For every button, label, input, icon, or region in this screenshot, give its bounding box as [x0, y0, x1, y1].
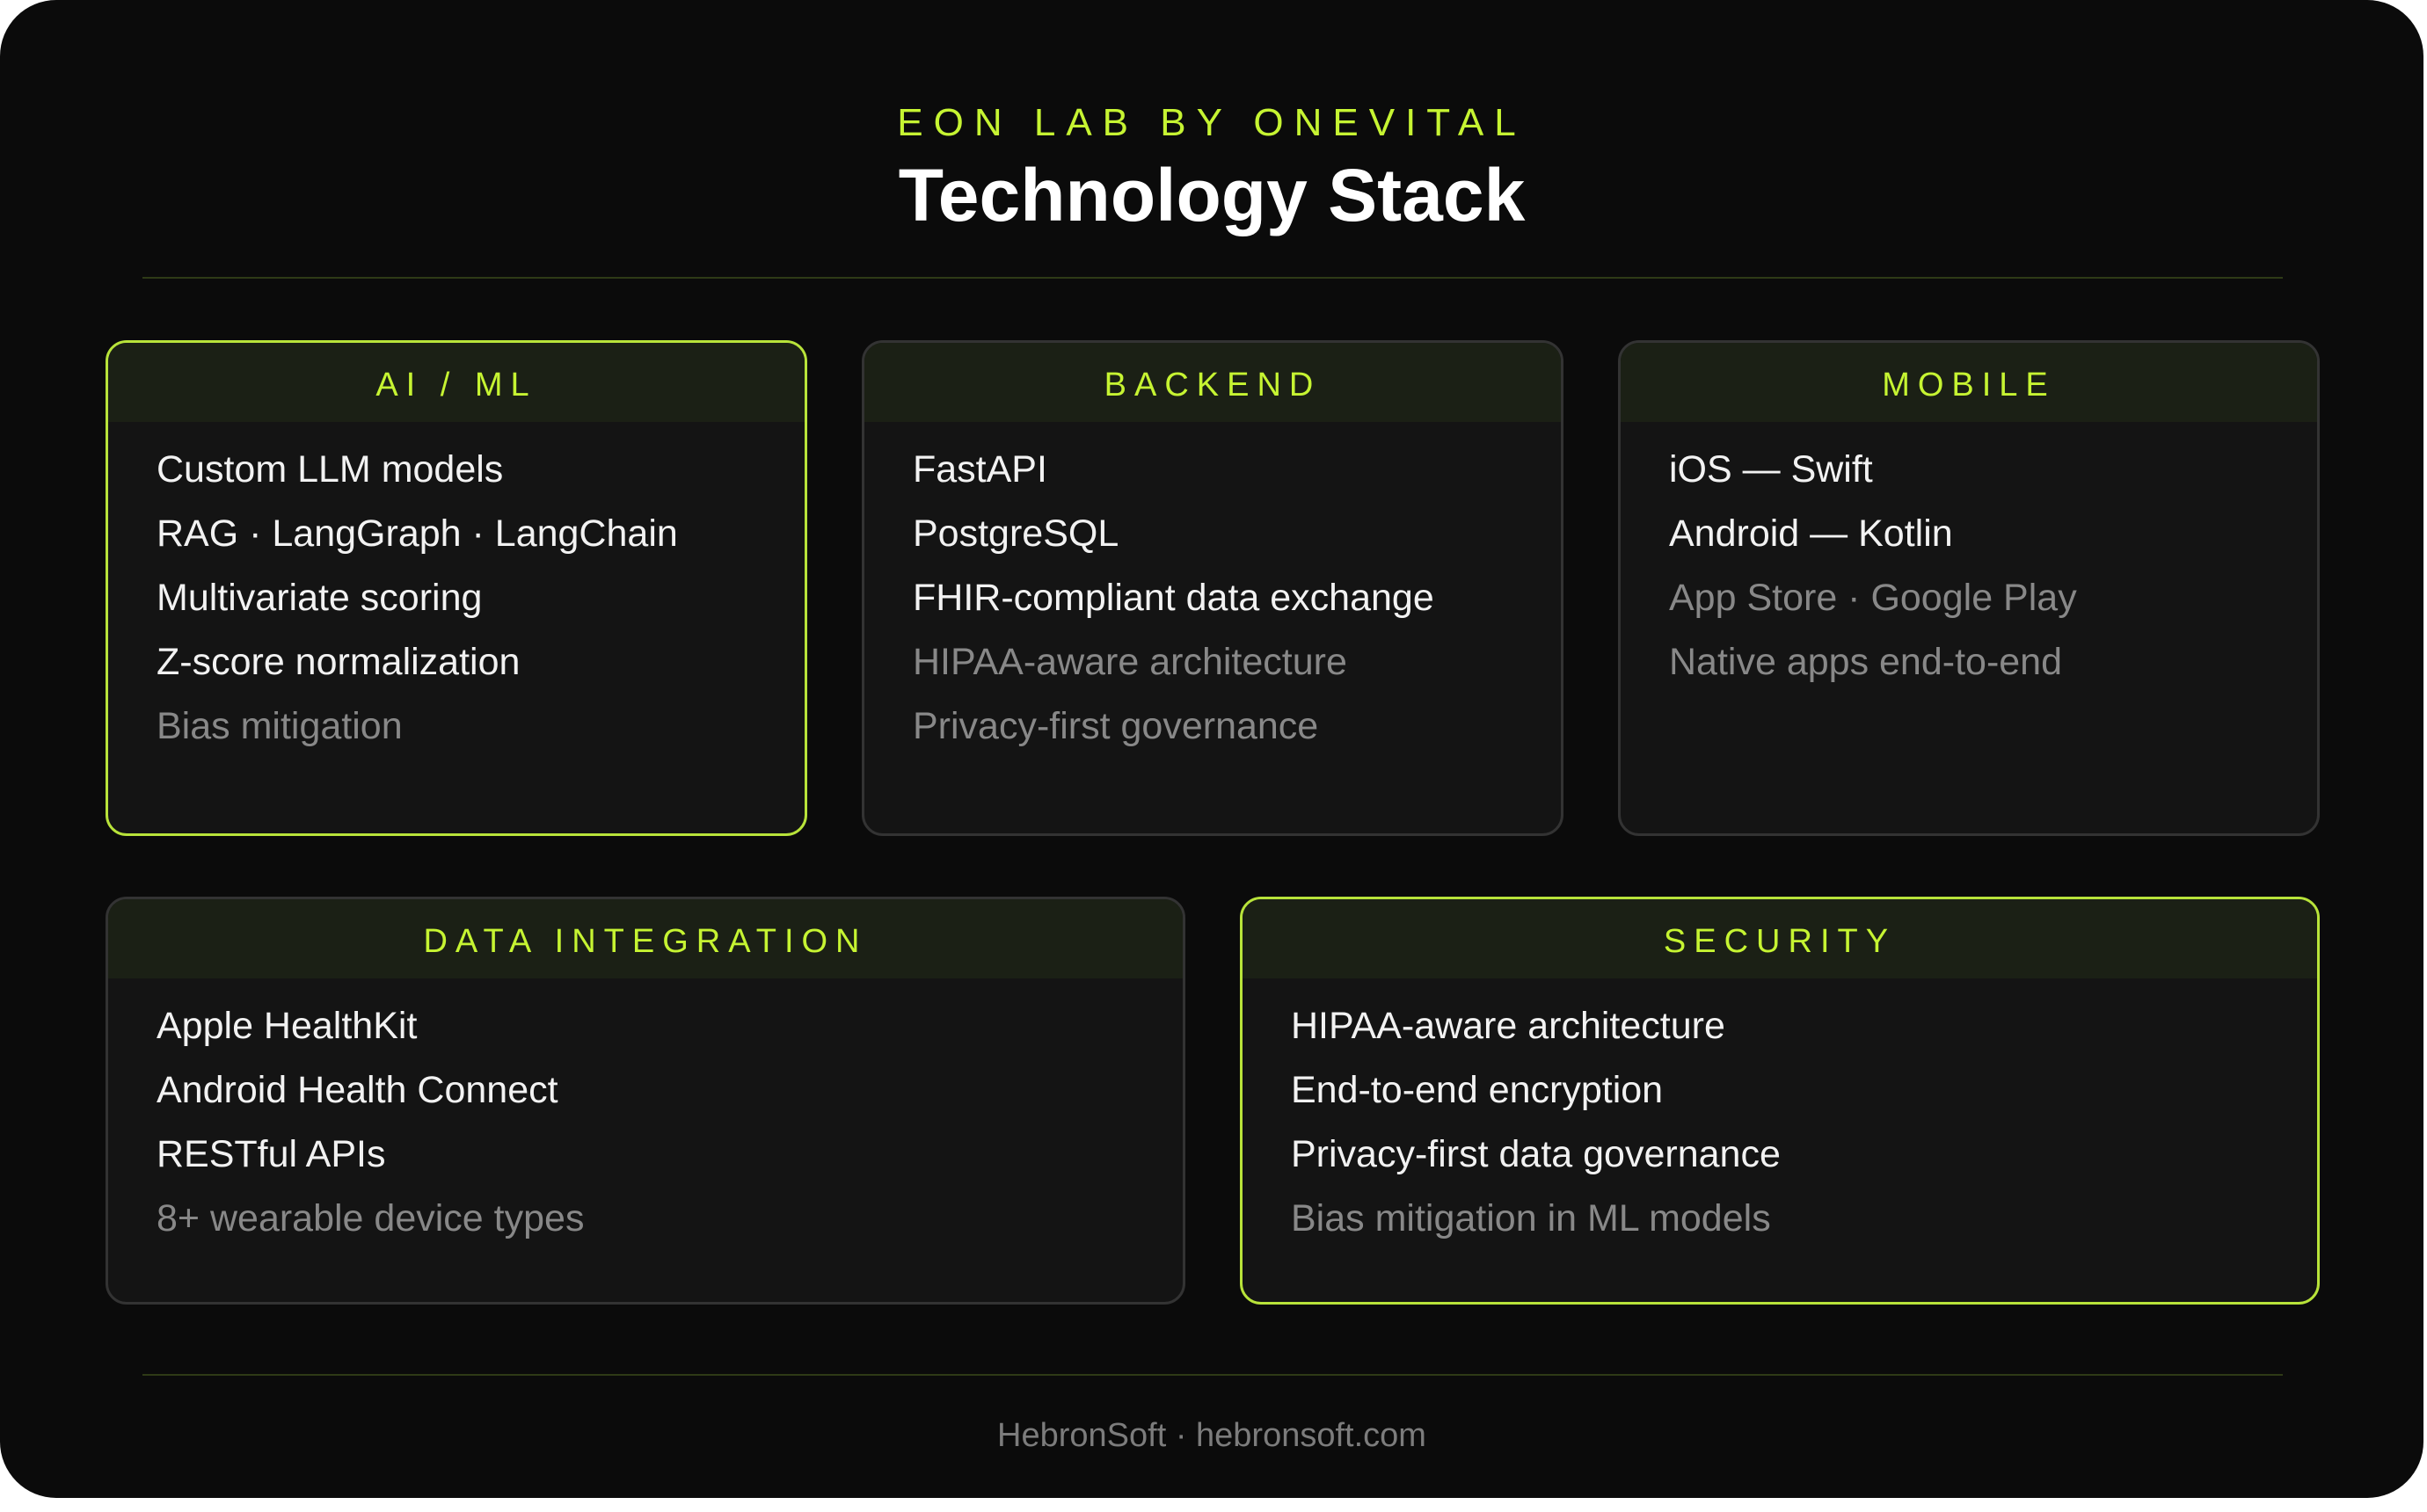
list-item: Android — Kotlin: [1669, 512, 1953, 555]
list-item: FastAPI: [913, 448, 1047, 491]
card-title: DATA INTEGRATION: [108, 899, 1183, 978]
list-item: Z-score normalization: [157, 641, 521, 683]
list-item: End-to-end encryption: [1291, 1069, 1664, 1111]
list-item: HIPAA-aware architecture: [1291, 1005, 1725, 1047]
footer-credit: HebronSoft · hebronsoft.com: [997, 1417, 1426, 1454]
card-title: SECURITY: [1243, 899, 2317, 978]
list-item: Android Health Connect: [157, 1069, 558, 1111]
list-item: RAG · LangGraph · LangChain: [157, 512, 678, 555]
header-divider: [142, 277, 2283, 279]
list-item: FHIR-compliant data exchange: [913, 577, 1434, 619]
list-item: PostgreSQL: [913, 512, 1119, 555]
card-backend: BACKEND FastAPI PostgreSQL FHIR-compliant …: [862, 340, 1563, 836]
eyebrow-label: EON LAB BY ONEVITAL: [897, 101, 1527, 144]
card-items: FastAPI PostgreSQL FHIR-compliant data exc…: [864, 438, 1561, 759]
footer-divider: [142, 1374, 2283, 1376]
card-title: MOBILE: [1621, 343, 2317, 422]
list-item: Bias mitigation in ML models: [1291, 1197, 1771, 1239]
list-item: RESTful APIs: [157, 1133, 386, 1175]
list-item: Apple HealthKit: [157, 1005, 418, 1047]
list-item: App Store · Google Play: [1669, 577, 2077, 619]
list-item: Multivariate scoring: [157, 577, 483, 619]
list-item: Privacy-first governance: [913, 705, 1319, 747]
list-item: Privacy-first data governance: [1291, 1133, 1781, 1175]
list-item: Native apps end-to-end: [1669, 641, 2063, 683]
list-item: HIPAA-aware architecture: [913, 641, 1347, 683]
list-item: Bias mitigation: [157, 705, 403, 747]
page-title: Technology Stack: [898, 154, 1526, 236]
list-item: 8+ wearable device types: [157, 1197, 585, 1239]
card-title: BACKEND: [864, 343, 1561, 422]
list-item: iOS — Swift: [1669, 448, 1873, 491]
card-title: AI / ML: [108, 343, 805, 422]
list-item: Custom LLM models: [157, 448, 504, 491]
